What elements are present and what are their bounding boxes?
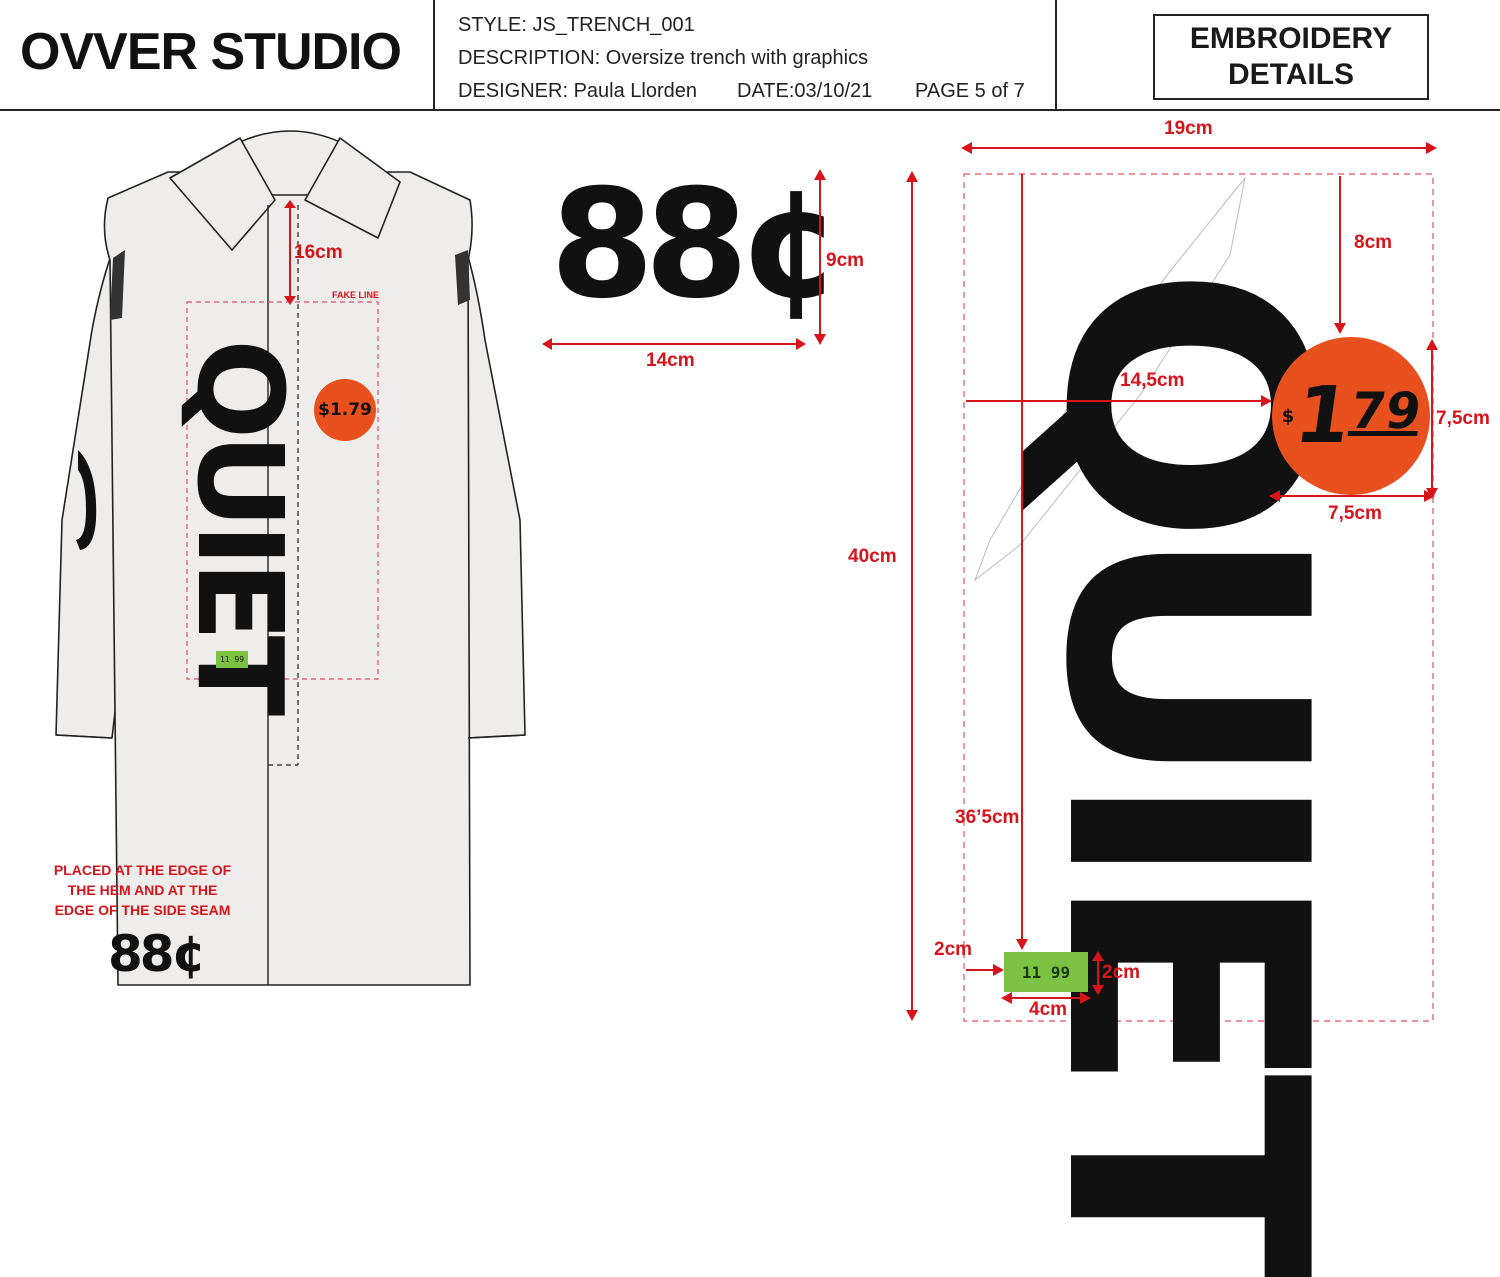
date: DATE:03/10/21: [737, 80, 873, 102]
tag-text: 11 99: [1021, 962, 1071, 982]
description: DESCRIPTION: Oversize trench with graphi…: [458, 47, 869, 69]
coat-price-sticker: $1.79: [314, 379, 376, 441]
page-number: PAGE 5 of 7: [915, 80, 1025, 102]
tag-left-offset-label: 2cm: [934, 939, 973, 960]
cents-graphic: 88¢: [550, 158, 843, 332]
coat-hem-cents-graphic: 88¢: [108, 925, 206, 983]
tag-height-label: 2cm: [1102, 962, 1141, 983]
brand-logo: OVVER STUDIO: [20, 23, 402, 81]
hem-placement-note: PLACED AT THE EDGE OF THE HEM AND AT THE…: [40, 860, 245, 920]
section-title: EMBROIDERY DETAILS: [1153, 14, 1429, 100]
section-title-line1: EMBROIDERY: [1189, 22, 1393, 55]
tag-top-offset-label: 36’5cm: [955, 807, 1020, 828]
price-sticker: $ 1 79: [1272, 337, 1430, 495]
trench-coat-drawing: [55, 130, 526, 986]
style-code: STYLE: JS_TRENCH_001: [458, 14, 695, 36]
price-top-offset-label: 8cm: [1354, 232, 1393, 253]
coat-tag-text: 11 99: [219, 655, 245, 664]
quiet-width-label: 19cm: [1164, 118, 1213, 139]
hem-note-line3: EDGE OF THE SIDE SEAM: [54, 902, 231, 918]
coat-price-tag: 11 99: [216, 651, 248, 668]
hem-note-line1: PLACED AT THE EDGE OF: [53, 862, 232, 878]
fake-line-label: FAKE LINE: [332, 290, 380, 300]
tag-width-label: 4cm: [1029, 999, 1068, 1020]
price-left-offset-label: 14,5cm: [1120, 370, 1185, 391]
cents-height-label: 9cm: [826, 250, 865, 271]
front-offset-label: 16cm: [294, 242, 343, 263]
hem-note-line2: THE HEM AND AT THE: [67, 882, 218, 898]
layout-lines: [0, 0, 1500, 111]
price-tag: 11 99: [1004, 952, 1088, 992]
quiet-height-label: 40cm: [848, 546, 897, 567]
price-height-label: 7,5cm: [1436, 408, 1490, 429]
cents-width-label: 14cm: [646, 350, 695, 371]
cents-dimensions: [542, 169, 826, 350]
designer: DESIGNER: Paula Llorden: [458, 80, 698, 102]
header-bar: OVVER STUDIO STYLE: JS_TRENCH_001 DESCRI…: [0, 0, 1500, 112]
quiet-dimensions: [906, 142, 1438, 1021]
price-dollar: $: [1281, 405, 1295, 427]
section-title-line2: DETAILS: [1227, 58, 1355, 91]
coat-price-text: $1.79: [318, 400, 372, 420]
price-width-label: 7,5cm: [1328, 503, 1382, 524]
quiet-artwork-frame: [963, 173, 1434, 1022]
